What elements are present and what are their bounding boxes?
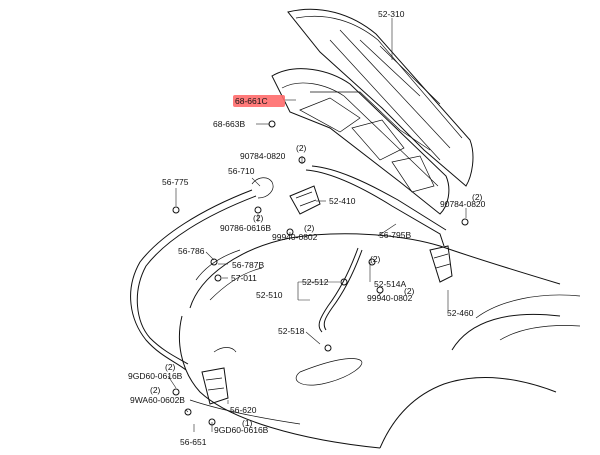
label-qty-90784-right: (2) [472, 192, 483, 202]
leader-lines [167, 18, 467, 432]
label-90784-0820-right[interactable]: 90784-0820 [440, 199, 486, 209]
label-52-410[interactable]: 52-410 [329, 196, 356, 206]
label-56-786[interactable]: 56-786 [178, 246, 205, 256]
label-qty-99940-bottom: (2) [404, 286, 415, 296]
label-56-787B[interactable]: 56-787B [232, 260, 264, 270]
hood-release-cable [130, 177, 274, 371]
label-56-620[interactable]: 56-620 [230, 405, 257, 415]
label-68-661C[interactable]: 68-661C [235, 96, 268, 106]
label-qty-99940-top: (2) [304, 223, 315, 233]
label-qty-9GD60-top: (2) [165, 362, 176, 372]
label-52-512[interactable]: 52-512 [302, 277, 329, 287]
label-52-514A[interactable]: 52-514A [374, 279, 406, 289]
label-57-011[interactable]: 57-011 [231, 273, 257, 283]
label-56-710[interactable]: 56-710 [228, 166, 255, 176]
highlight-68-661C [233, 95, 285, 107]
label-qty-90786: (2) [253, 213, 264, 223]
hinge-right [429, 245, 453, 283]
label-99940-0802-bottom[interactable]: 99940-0802 [367, 293, 413, 303]
label-qty-52-514A: (2) [370, 254, 381, 264]
hood-prop-rod [318, 247, 363, 333]
label-68-663B[interactable]: 68-663B [213, 119, 245, 129]
label-56-795B[interactable]: 56-795B [379, 230, 411, 240]
hood-outer-panel [287, 8, 474, 187]
label-99940-0802-top[interactable]: 99940-0802 [272, 232, 318, 242]
label-56-651[interactable]: 56-651 [180, 437, 207, 447]
hinge-left [289, 185, 321, 215]
label-52-310[interactable]: 52-310 [378, 9, 405, 19]
label-90784-0820-left[interactable]: 90784-0820 [240, 151, 286, 161]
hood-latch [201, 367, 229, 405]
label-qty-9GD60-bottom: (1) [242, 418, 253, 428]
label-9WA60-0602B[interactable]: 9WA60-0602B [130, 395, 185, 405]
label-qty-9WA60: (2) [150, 385, 161, 395]
part-labels: 52-310 68-661C 68-663B (2) 90784-0820 56… [128, 9, 486, 447]
label-90786-0616B[interactable]: 90786-0616B [220, 223, 271, 233]
car-body-outline [178, 233, 581, 449]
label-56-775[interactable]: 56-775 [162, 177, 189, 187]
label-9GD60-0616B-bottom[interactable]: 9GD60-0616B [214, 425, 269, 435]
label-9GD60-0616B-top[interactable]: 9GD60-0616B [128, 371, 183, 381]
label-qty-90784-left: (2) [296, 143, 307, 153]
hood-seal-strip [305, 165, 447, 247]
hood-inner-panel [271, 68, 450, 215]
label-52-460[interactable]: 52-460 [447, 308, 474, 318]
label-52-518[interactable]: 52-518 [278, 326, 305, 336]
fasteners [172, 120, 469, 426]
label-52-510[interactable]: 52-510 [256, 290, 283, 300]
